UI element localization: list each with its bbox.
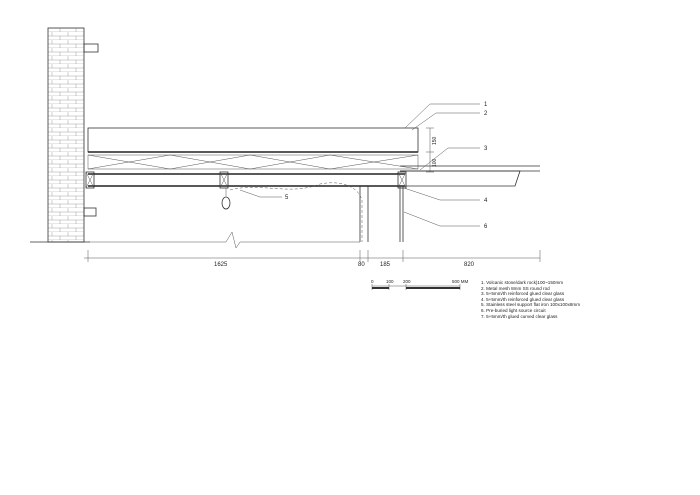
dim-1625: 1625	[214, 262, 228, 268]
legend-item: 3. 5+5mm/th reinforced glued clear glass	[481, 291, 565, 297]
callout-1: 1	[484, 102, 488, 108]
scale-tick-200: 200	[403, 279, 411, 284]
scale-tick-500: 500 MM	[452, 279, 469, 284]
scale-tick-0: 0	[371, 279, 374, 284]
horizontal-dimension	[84, 250, 541, 262]
dim-185: 185	[380, 262, 391, 268]
legend: 1. Volcanic stone/dark rock)100~150mm 2.…	[481, 280, 580, 319]
legend-item: 4. 5+5mm/th reinforced glued clear glass	[481, 296, 565, 302]
callout-3: 3	[484, 146, 488, 152]
scale-tick-100: 100	[386, 279, 394, 284]
legend-item: 6. Pre-buried light source circuit	[481, 307, 546, 313]
vertical-dim-150: 150	[432, 136, 438, 145]
vertical-dim-100: 100	[432, 158, 438, 167]
floor-slab	[400, 165, 540, 187]
scale-bar	[371, 284, 461, 290]
brick-wall	[30, 27, 99, 243]
legend-item: 5. Stainless steel support flat iron 100…	[481, 302, 581, 308]
break-line	[88, 231, 360, 249]
light-fixture	[221, 182, 363, 242]
vertical-dimension	[426, 127, 434, 173]
glass-layer	[87, 154, 419, 170]
dim-80: 80	[358, 262, 365, 268]
callout-5: 5	[285, 195, 289, 201]
callout-6: 6	[484, 224, 488, 230]
legend-item: 1. Volcanic stone/dark rock)100~150mm	[481, 280, 564, 285]
legend-item: 7. 5+5mm/th glued curved clear glass	[481, 313, 558, 319]
callout-4: 4	[484, 198, 488, 204]
callout-2: 2	[484, 111, 488, 117]
support-beam	[85, 171, 407, 189]
column-left	[359, 186, 369, 242]
column-right	[399, 186, 404, 242]
stone-layer	[87, 127, 419, 153]
leader-lines	[239, 103, 480, 227]
dim-820: 820	[464, 262, 475, 268]
legend-item: 2. Metal mesh 8mm SS round rod	[481, 285, 550, 291]
